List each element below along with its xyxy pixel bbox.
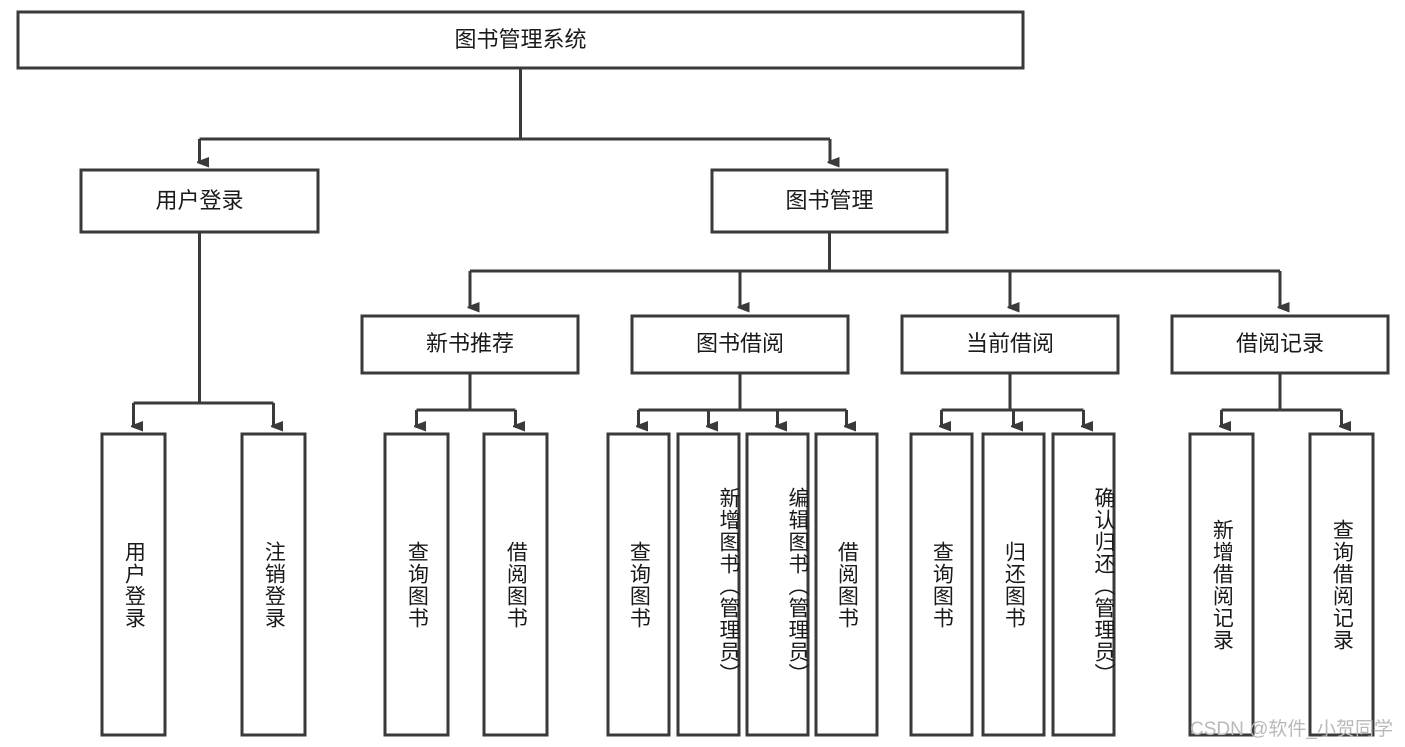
leaf-box-query-book-current[interactable] <box>909 432 974 737</box>
leaf-box-return-book[interactable] <box>981 432 1046 737</box>
connector-root-to-level2 <box>200 68 831 162</box>
connector-new-book-recommend-to-leaves <box>417 373 516 426</box>
node-new-book-recommend-label: 新书推荐 <box>426 331 514 356</box>
leaf-box-logout[interactable] <box>240 432 307 737</box>
leaf-box-query-book-rec[interactable] <box>383 432 450 737</box>
leaf-box-confirm-return-admin[interactable] <box>1051 432 1116 737</box>
node-user-login[interactable]: 用户登录 <box>79 168 320 234</box>
connector-book-borrow-to-leaves <box>639 373 847 426</box>
node-root-box[interactable] <box>16 10 1025 70</box>
node-current-borrow[interactable]: 当前借阅 <box>900 314 1120 375</box>
node-borrow-record[interactable]: 借阅记录 <box>1170 314 1390 375</box>
node-borrow-record-label: 借阅记录 <box>1236 331 1324 356</box>
node-root[interactable]: 图书管理系统 <box>16 10 1025 70</box>
connector-book-management-to-level3 <box>470 232 1280 307</box>
node-current-borrow-label: 当前借阅 <box>966 331 1054 356</box>
node-book-borrow[interactable]: 图书借阅 <box>630 314 850 375</box>
node-book-management[interactable]: 图书管理 <box>710 168 949 234</box>
node-user-login-box[interactable] <box>79 168 320 234</box>
leaf-box-add-borrow-record[interactable] <box>1188 432 1255 737</box>
connector-current-borrow-to-leaves <box>942 373 1084 426</box>
node-book-management-label: 图书管理 <box>785 188 873 213</box>
leaf-boxes <box>100 432 1375 737</box>
leaf-box-add-book-admin[interactable] <box>676 432 741 737</box>
leaf-box-user-login[interactable] <box>100 432 167 737</box>
leaf-box-query-borrow-record[interactable] <box>1308 432 1375 737</box>
node-book-borrow-label: 图书借阅 <box>696 331 784 356</box>
node-current-borrow-box[interactable] <box>900 314 1120 375</box>
node-user-login-label: 用户登录 <box>155 188 243 213</box>
connector-borrow-record-to-leaves <box>1222 373 1342 426</box>
leaf-box-edit-book-admin[interactable] <box>745 432 810 737</box>
node-new-book-recommend-box[interactable] <box>360 314 580 375</box>
node-root-label: 图书管理系统 <box>454 27 586 52</box>
leaf-box-borrow-book-rec[interactable] <box>482 432 549 737</box>
connector-user-login-to-leaves <box>134 232 274 426</box>
leaf-box-query-book-borrow[interactable] <box>606 432 671 737</box>
node-new-book-recommend[interactable]: 新书推荐 <box>360 314 580 375</box>
leaf-box-borrow-book[interactable] <box>814 432 879 737</box>
